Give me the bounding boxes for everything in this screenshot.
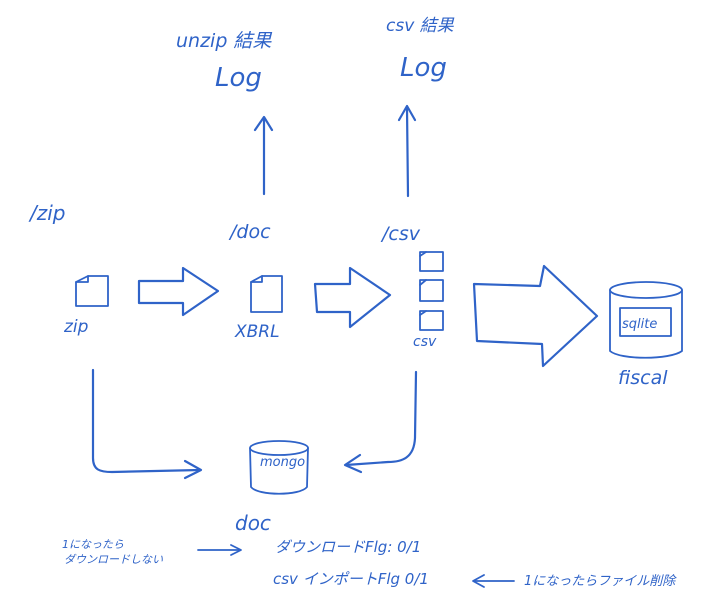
mongo-database-icon — [249, 440, 309, 495]
flag-download: ダウンロードFlg: 0/1 — [275, 538, 421, 556]
heading-csv-result: csv 結果 — [386, 16, 455, 36]
arrow-csv-to-csv-log — [397, 104, 417, 198]
csv-file-stack-icon — [419, 251, 444, 331]
arrow-doc-to-unzip-log — [253, 115, 274, 196]
log-label-csv: Log — [400, 53, 447, 83]
note-left-line-1: 1になったら — [62, 538, 124, 551]
folder-label-csv: /csv — [380, 223, 421, 245]
note-left-line-2: ダウンロードしない — [64, 553, 163, 566]
file-label-xbrl: XBRL — [234, 322, 280, 342]
file-label-zip: zip — [63, 317, 89, 337]
folder-label-doc: /doc — [228, 221, 271, 243]
arrow-csv-to-mongo — [343, 370, 418, 474]
db-label-sqlite: sqlite — [622, 317, 657, 332]
xbrl-file-icon — [250, 275, 283, 313]
db-collection-doc: doc — [235, 511, 271, 535]
heading-unzip-result: unzip 結果 — [176, 30, 272, 52]
arrow-note-to-download-flag — [197, 544, 242, 556]
log-label-unzip: Log — [215, 63, 262, 93]
zip-file-icon — [75, 275, 109, 307]
arrow-zip-to-mongo — [91, 368, 203, 480]
block-arrow-xbrl-to-csv — [313, 266, 392, 329]
sqlite-database-icon — [609, 281, 683, 359]
flag-csv-import: csv インポートFlg 0/1 — [273, 570, 429, 588]
block-arrow-zip-to-xbrl — [137, 266, 220, 317]
note-right: 1になったらファイル削除 — [524, 573, 677, 589]
db-name-fiscal: fiscal — [618, 367, 668, 389]
arrow-note-to-csv-import-flag — [472, 574, 515, 588]
folder-label-zip: /zip — [28, 201, 66, 225]
block-arrow-csv-to-sqlite — [472, 264, 599, 368]
file-label-csv: csv — [413, 334, 437, 350]
db-label-mongo: mongo — [260, 455, 305, 470]
